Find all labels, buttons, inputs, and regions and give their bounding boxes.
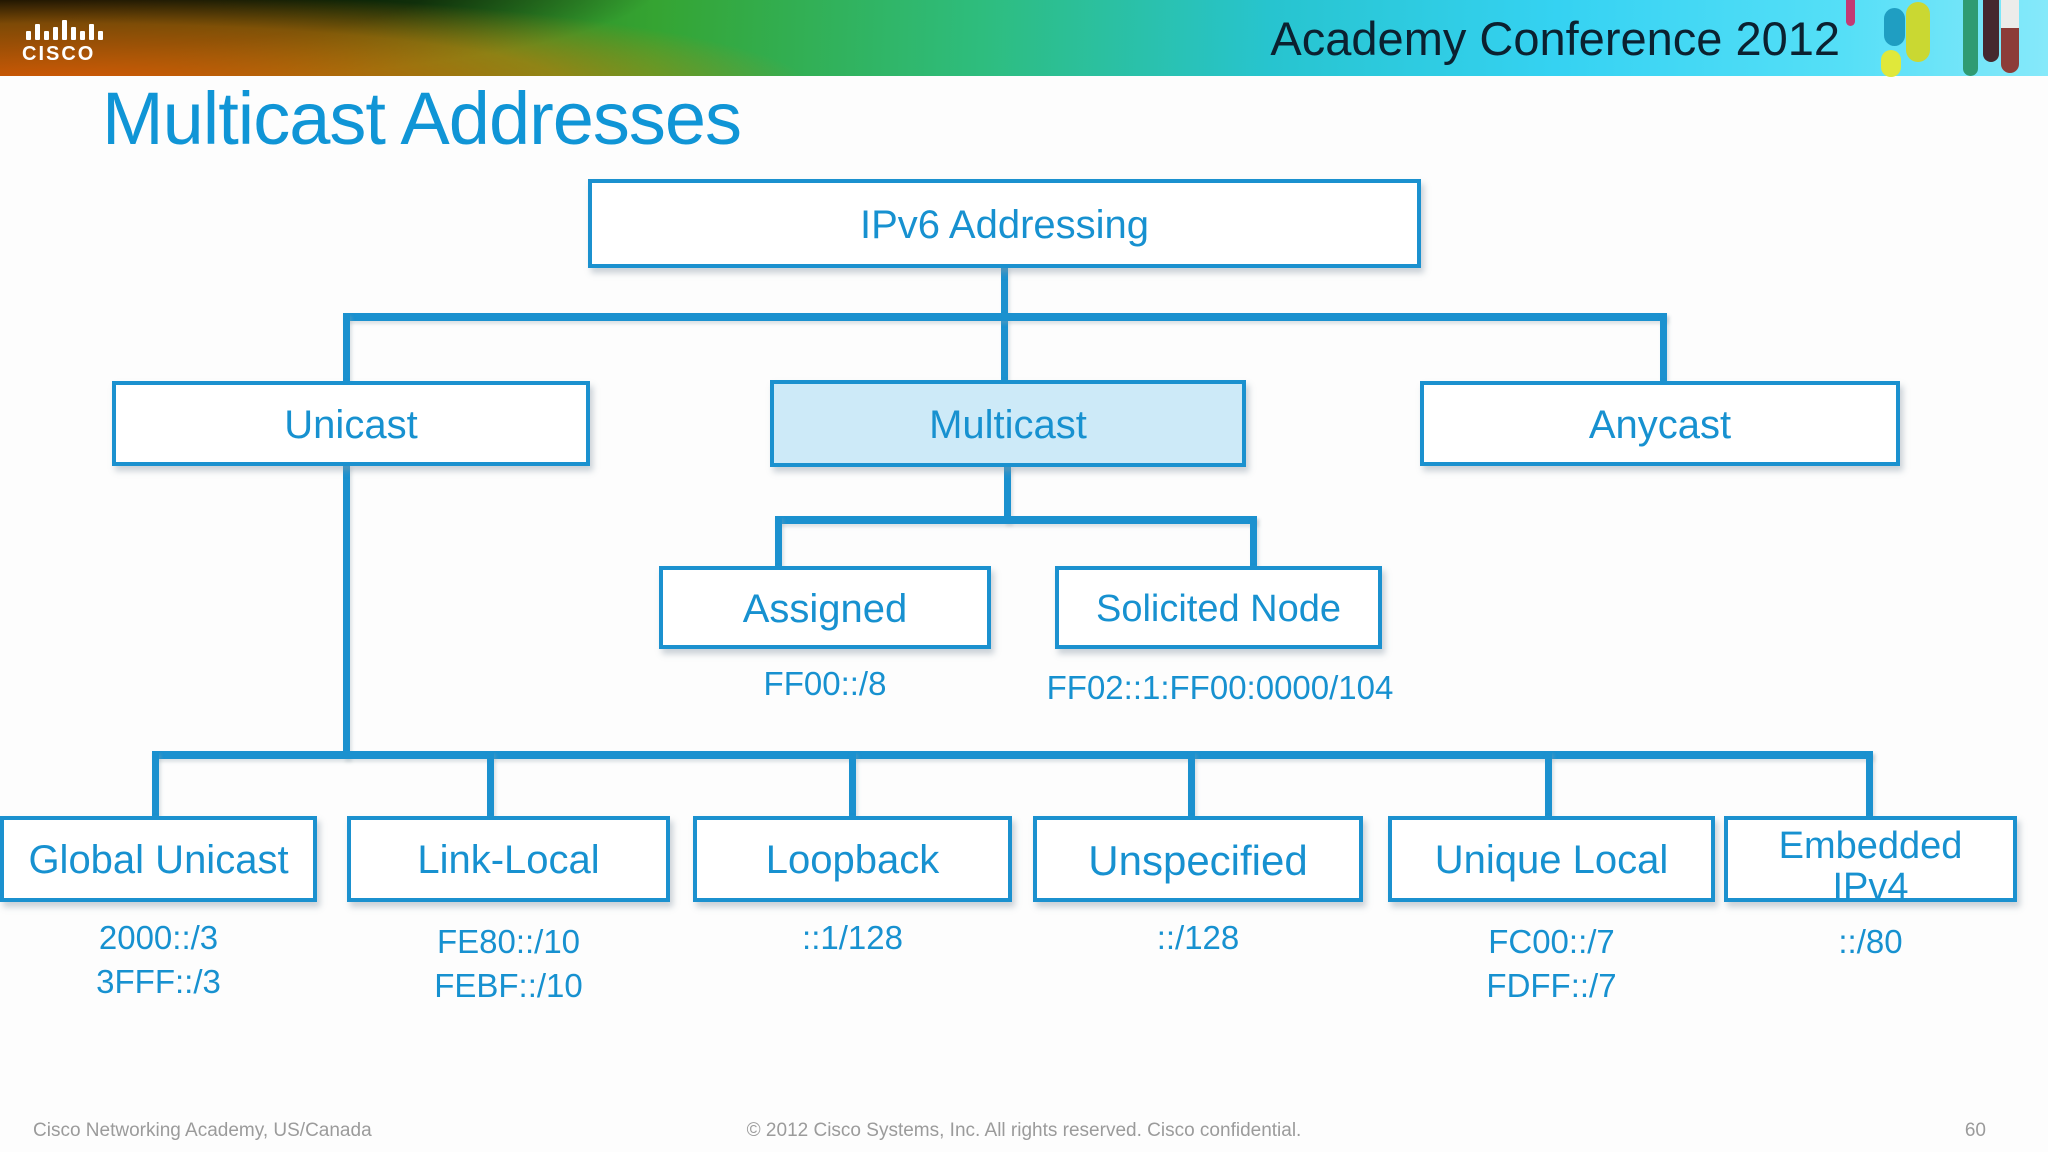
node-link-local: Link-Local [347,816,670,902]
address-solicited-node: FF02::1:FF00:0000/104 [1030,666,1410,710]
decor-darkred-bar [2001,28,2019,73]
decor-white-bar [2001,0,2019,30]
node-label: Embedded IPv4 [1778,824,1963,908]
address-embedded-ipv4: ::/80 [1724,920,2017,964]
footer-page-number: 60 [1964,1120,1986,1141]
connector-tier1-horizontal [343,313,1667,321]
address-line: FE80::/10 [436,923,581,960]
decor-pink-bar [1846,0,1855,26]
node-ipv6-addressing: IPv6 Addressing [588,179,1421,268]
connector-anycast-drop [1660,313,1667,383]
node-label: IPv6 Addressing [859,202,1150,247]
connector-link-local-drop [487,751,494,817]
connector-loopback-drop [849,751,856,817]
node-loopback: Loopback [693,816,1012,902]
node-multicast: Multicast [770,380,1246,467]
address-assigned: FF00::/8 [659,662,991,706]
header-banner: CISCO Academy Conference 2012 [0,0,2048,77]
address-line: FF00::/8 [763,665,887,702]
node-unique-local: Unique Local [1388,816,1715,902]
connector-unique-local-drop [1545,751,1552,817]
page-title: Multicast Addresses [102,77,742,160]
connector-root-vertical [1001,266,1008,382]
node-global-unicast: Global Unicast [0,816,317,902]
address-unspecified: ::/128 [1033,916,1363,960]
address-line: ::/128 [1156,919,1240,956]
footer-left-text: Cisco Networking Academy, US/Canada [33,1120,372,1141]
decor-blue-capsule [1884,8,1905,46]
node-label: Anycast [1588,402,1732,447]
connector-multicast-horizontal [775,516,1257,524]
node-label: Assigned [742,586,908,631]
connector-multicast-vertical [1004,465,1011,523]
node-label: Link-Local [417,838,600,882]
node-embedded-ipv4: Embedded IPv4 [1724,816,2017,907]
footer-copyright: © 2012 Cisco Systems, Inc. All rights re… [746,1120,1302,1141]
node-label: Solicited Node [1095,587,1342,630]
node-label: Loopback [765,838,940,882]
address-line: FEBF::/10 [434,967,583,1004]
node-solicited-node: Solicited Node [1055,566,1382,649]
connector-unspecified-drop [1188,751,1195,817]
address-line: FF02::1:FF00:0000/104 [1046,669,1394,706]
cisco-logo-text: CISCO [22,43,96,65]
connector-unicast-children-horizontal [152,751,1873,759]
connector-embedded-ipv4-drop [1866,751,1873,817]
address-loopback: ::1/128 [693,916,1012,960]
node-anycast: Anycast [1420,381,1900,466]
decor-teal-bar [1963,0,1978,76]
address-line: ::1/128 [802,919,903,956]
decor-yellow-bar [1906,2,1930,62]
node-unicast: Unicast [112,381,590,466]
connector-solicited-drop [1250,516,1257,568]
decor-maroon-bar [1983,0,1999,62]
conference-title: Academy Conference 2012 [1270,11,1840,65]
connector-unicast-drop [343,313,350,383]
address-line: ::/80 [1838,923,1903,960]
node-label: Multicast [929,402,1087,447]
decor-yellow-capsule [1881,50,1901,77]
node-label: Global Unicast [28,838,289,882]
address-line: 2000::/3 [98,919,219,956]
node-label: Unspecified [1088,836,1308,884]
address-unique-local: FC00::/7 FDFF::/7 [1388,920,1715,1008]
node-unspecified: Unspecified [1033,816,1363,902]
address-global-unicast: 2000::/3 3FFF::/3 [0,916,317,1004]
node-assigned: Assigned [659,566,991,649]
address-line: FDFF::/7 [1486,967,1617,1004]
node-label: Unicast [284,402,418,447]
cisco-logo: CISCO [22,20,103,66]
cisco-logo-bars-icon [26,20,103,40]
address-link-local: FE80::/10 FEBF::/10 [347,920,670,1008]
connector-assigned-drop [775,516,782,568]
connector-unicast-long-vertical [343,464,350,759]
node-label: Unique Local [1434,838,1669,882]
address-line: FC00::/7 [1488,923,1615,960]
address-line: 3FFF::/3 [96,963,221,1000]
connector-global-unicast-drop [152,751,159,817]
